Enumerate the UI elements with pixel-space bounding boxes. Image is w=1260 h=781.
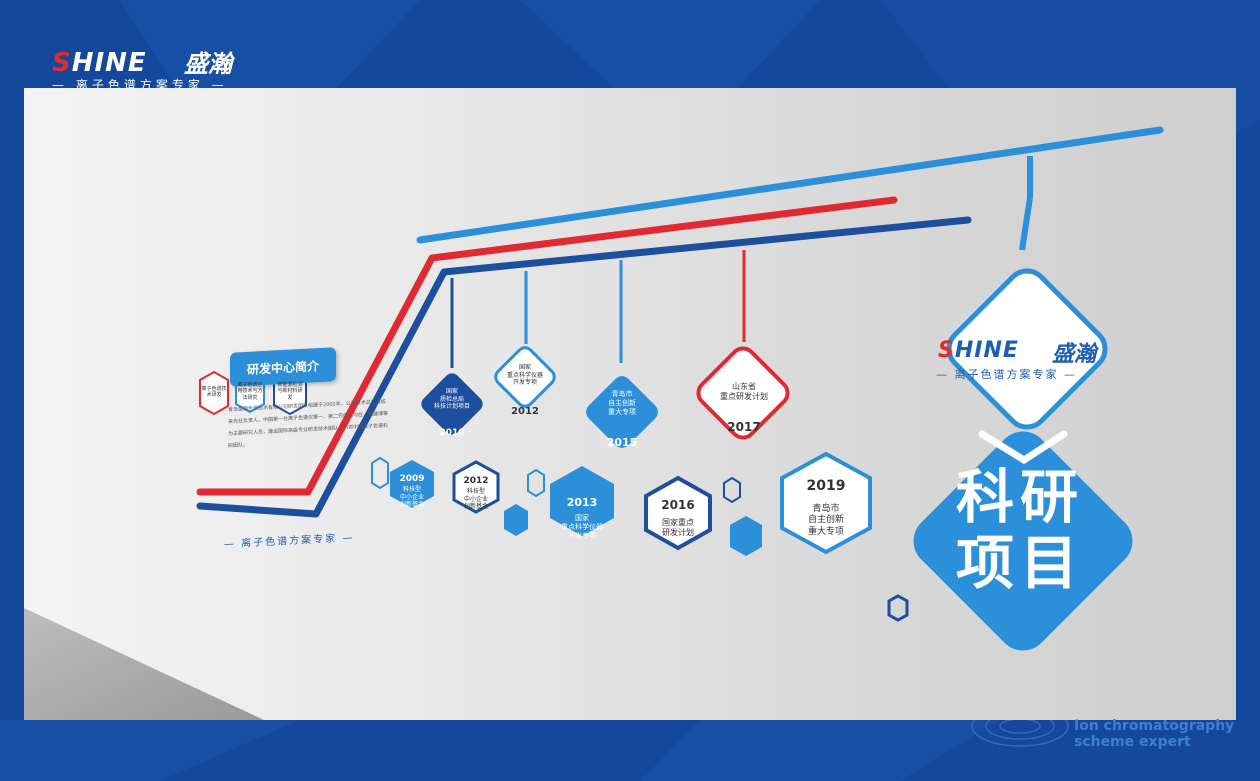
intro-title: 研发中心简介 [230, 347, 336, 387]
intro-badge-1: 离子色谱技术研发 [201, 386, 227, 399]
rail-red [196, 196, 898, 496]
hex-2019 [780, 451, 872, 555]
hex-2009 [390, 460, 434, 508]
intro-text: 青岛盛瀚色谱技术有限公司研发团队组建于2002年，公司技术总监裴成来先任负责人，… [228, 398, 389, 450]
floor-shadow [24, 608, 264, 720]
bottom-2019-year: 2019 [806, 478, 846, 494]
bottom-2009-year: 2009 [399, 474, 425, 484]
top-2012-text: 国家 重点科学仪器 开发专项 [506, 364, 543, 386]
bottom-2009-text: 科技型 中小企业 创新基金 [399, 486, 424, 508]
brand-logo-en: SHINE [52, 48, 147, 78]
diamond-2015 [586, 376, 658, 448]
brand-logo: SHINE 盛瀚 — 离子色谱方案专家 — [52, 48, 262, 92]
rail-top [416, 126, 1164, 244]
rail-blue [196, 216, 972, 518]
bottom-2013-text: 国家 重点科学仪器 开发专项 [561, 514, 603, 540]
bottom-2012-year: 2012 [463, 476, 489, 486]
top-2015-text: 青岛市 自主创新 重大专项 [608, 390, 636, 416]
feature-logo-en: SHINE [938, 338, 1019, 363]
bottom-2019-text: 青岛市 自主创新 重大专项 [807, 504, 844, 537]
feature-logo-diamond [946, 268, 1108, 430]
top-2010-year: 2010 [439, 428, 465, 438]
hex-2013 [550, 466, 614, 536]
top-2015-year: 2015 [606, 436, 638, 449]
intro-badge-2: 离子色谱应用技术与方法研究 [237, 382, 263, 401]
wall-graphic [24, 126, 1164, 720]
diamond-2017 [696, 346, 790, 440]
bottom-2016-year: 2016 [661, 498, 695, 512]
brand-logo-cn: 盛瀚 [184, 50, 232, 78]
bottom-2016-text: 国家重点 研发计划 [662, 518, 694, 537]
footer-slogan-en: Ion chromatography scheme expert [1074, 718, 1235, 750]
intro-badge-3: 新能源检测与新材料研发 [277, 382, 303, 401]
hex-2012-bottom [452, 460, 500, 514]
top-2017-text: 山东省 重点研发计划 [720, 382, 768, 401]
top-2012-year: 2012 [511, 406, 539, 417]
bottom-2012-text: 科技型 中小企业 创新基金 [463, 488, 488, 510]
diamond-2010 [421, 373, 483, 435]
wall-photo: 研发中心简介 青岛盛瀚色谱技术有限公司研发团队组建于2002年，公司技术总监裴成… [24, 88, 1236, 720]
feature-title: 科研 项目 [956, 463, 1085, 597]
top-2017-year: 2017 [727, 420, 761, 434]
feature-title-diamond [913, 431, 1133, 651]
hex-2016 [644, 475, 712, 551]
feature-logo-cn: 盛瀚 [1052, 342, 1097, 367]
feature-slogan: — 离子色谱方案专家 — [936, 368, 1077, 381]
top-2010-text: 国家 质检总局 科技计划项目 [433, 388, 470, 410]
diamond-2012-top [494, 346, 556, 408]
bottom-2013-year: 2013 [566, 496, 598, 509]
